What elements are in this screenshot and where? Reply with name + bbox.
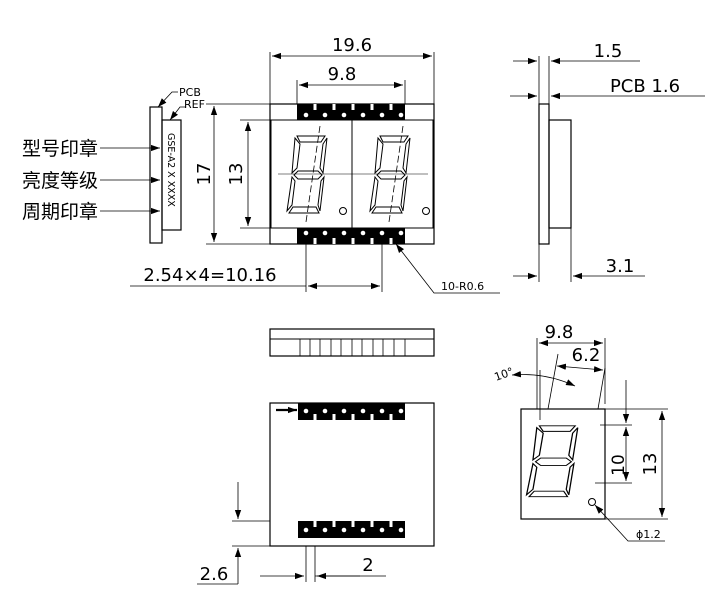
bottom-top-pins (298, 403, 405, 420)
label-view: PCB REF GSE-A2 X XXXX 型号印章 亮度等级 周期印章 (22, 86, 205, 244)
pin-offset-label: 2.6 (200, 564, 229, 585)
pitch-label: 2.54×4=10.16 (143, 265, 276, 286)
decimal-point-2 (422, 207, 430, 215)
stamp-text: GSE-A2 X XXXX (165, 133, 176, 207)
slant-center-1 (305, 125, 321, 223)
detail-digit (525, 425, 579, 498)
digit-1 (286, 135, 328, 214)
top-pins (297, 104, 405, 120)
decimal-point-1 (339, 207, 347, 215)
dp-callout-leader (594, 504, 665, 542)
detail-width-label: 9.8 (545, 322, 574, 343)
reflector-strip (161, 119, 182, 231)
detail-body (520, 408, 606, 520)
side-body (548, 119, 572, 229)
side-view: 1.5 PCB 1.6 3.1 (510, 41, 705, 282)
segment-width-label: 6.2 (572, 345, 601, 366)
digit-2 (369, 135, 411, 214)
pcb-thickness-label: PCB 1.6 (610, 76, 680, 97)
bottom-view: 2.6 2 (197, 402, 435, 585)
brightness-label: 亮度等级 (22, 170, 98, 192)
side-depth-label: 3.1 (606, 256, 635, 277)
front-width-label: 19.6 (332, 35, 372, 56)
pcb-strip (149, 106, 163, 244)
slant-center-2 (388, 125, 404, 223)
date-stamp-label: 周期印章 (22, 201, 98, 223)
dp-label: ϕ1.2 (636, 528, 661, 541)
inner-height-label: 13 (226, 163, 247, 186)
model-stamp-label: 型号印章 (22, 138, 98, 160)
bottom-bottom-pins (298, 521, 405, 538)
angle-label: 10° (493, 365, 516, 384)
segment-height-label: 10 (609, 454, 629, 476)
pcb-callout: PCB (179, 86, 201, 99)
top-view (269, 328, 435, 357)
digit-height-label: 13 (640, 453, 661, 476)
side-pcb (538, 103, 550, 245)
digit-detail-view: 9.8 6.2 10° 10 13 ϕ1.2 (493, 322, 668, 542)
detail-decimal-point (588, 498, 596, 506)
ref-callout: REF (184, 98, 205, 111)
top-pin-row (299, 338, 406, 357)
pad-callout-leader (395, 243, 500, 294)
front-view: 19.6 9.8 17 13 2.54×4=10.16 10-R0.6 (130, 35, 500, 294)
pin-pitch-label: 2 (362, 555, 373, 576)
angle-arc (511, 371, 576, 387)
pad-callout-label: 10-R0.6 (441, 280, 484, 293)
front-height-label: 17 (194, 163, 215, 186)
digit-span-label: 9.8 (328, 64, 357, 85)
side-thickness-label: 1.5 (594, 41, 623, 62)
bottom-pins (297, 228, 405, 244)
